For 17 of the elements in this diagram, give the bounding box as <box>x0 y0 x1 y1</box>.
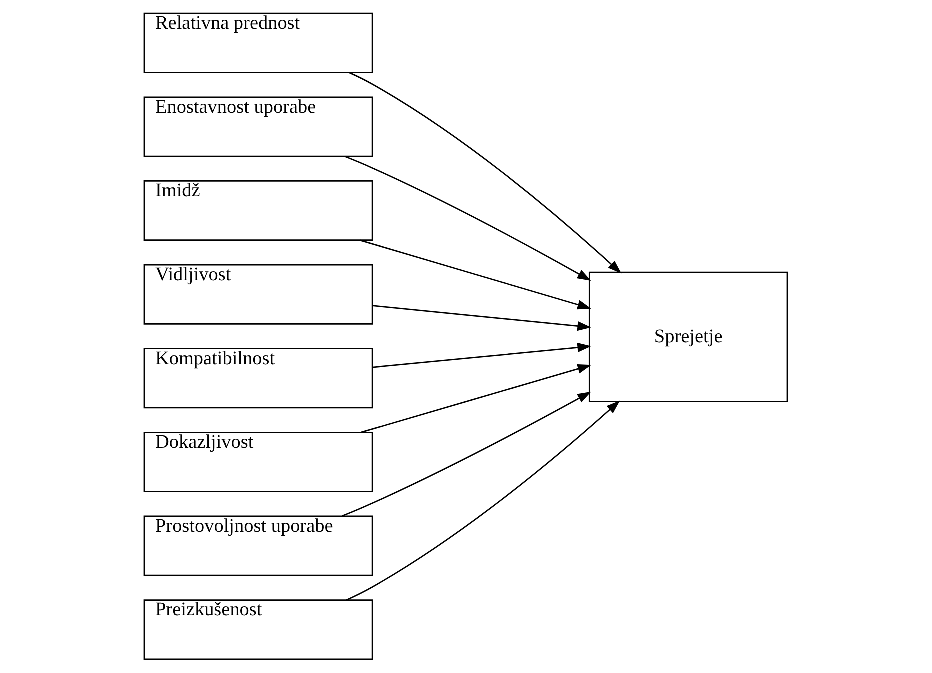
arrow <box>346 400 620 601</box>
arrow <box>372 305 592 332</box>
node-box: Dokazljivost <box>144 432 374 492</box>
arrow <box>360 364 592 434</box>
node-box: Imidž <box>144 180 374 242</box>
node-box: Kompatibilnost <box>144 348 374 409</box>
arrow <box>360 240 592 310</box>
arrow <box>349 72 622 274</box>
node-box: Sprejetje <box>588 272 788 402</box>
node-box: Vidljivost <box>144 264 374 325</box>
node-box: Prostovoljnost uporabe <box>144 516 374 576</box>
node-box: Preizkušenost <box>144 600 374 660</box>
node-box: Enostavnost uporabe <box>144 96 374 158</box>
arrow <box>342 392 592 517</box>
arrow <box>372 342 592 368</box>
arrow <box>344 156 592 282</box>
node-box: Relativna prednost <box>144 12 374 74</box>
